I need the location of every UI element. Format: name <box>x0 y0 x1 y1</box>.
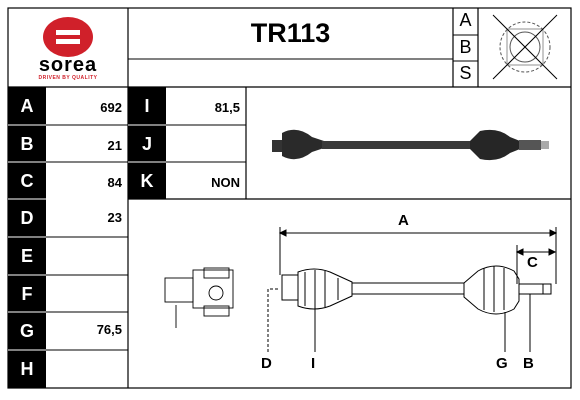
tripod-joint-diagram <box>164 267 234 328</box>
spec-value-g: 76,5 <box>96 322 122 337</box>
spec-label-b: B <box>20 134 34 154</box>
brand-name: sorea <box>38 54 98 76</box>
abs-ring-icon <box>492 14 558 80</box>
abs-letter-a: A <box>459 10 472 30</box>
dimension-label-b: B <box>523 355 534 372</box>
spec-value-i: 81,5 <box>214 100 240 115</box>
spec-label-d: D <box>20 208 34 228</box>
dimension-label-a: A <box>398 212 409 229</box>
spec-label-e: E <box>20 246 33 266</box>
spec-label-k: K <box>140 171 154 191</box>
abs-letter-s: S <box>459 63 472 83</box>
spec-value-k: NON <box>211 175 240 190</box>
abs-letter-b: B <box>459 37 472 57</box>
brand-tagline: DRIVEN BY QUALITY <box>38 75 98 81</box>
sorea-logo <box>43 17 93 57</box>
driveshaft-diagram <box>267 227 558 352</box>
dimension-label-c: C <box>527 254 538 271</box>
spec-label-a: A <box>20 96 34 116</box>
spec-value-b: 21 <box>107 138 122 153</box>
spec-value-c: 84 <box>107 175 122 190</box>
spec-label-g: G <box>19 321 34 341</box>
spec-label-c: C <box>20 171 34 191</box>
spec-label-j: J <box>141 134 152 154</box>
spec-value-d: 23 <box>107 210 122 225</box>
spec-label-f: F <box>21 284 33 304</box>
dimension-label-i: I <box>311 355 316 372</box>
spec-value-a: 692 <box>100 100 122 115</box>
spec-label-i: I <box>144 96 150 116</box>
spec-label-h: H <box>20 359 34 379</box>
shaft-thumbnail <box>272 129 549 161</box>
dimension-label-g: G <box>496 355 508 372</box>
part-number: TR113 <box>250 18 331 48</box>
dimension-label-d: D <box>261 355 272 372</box>
